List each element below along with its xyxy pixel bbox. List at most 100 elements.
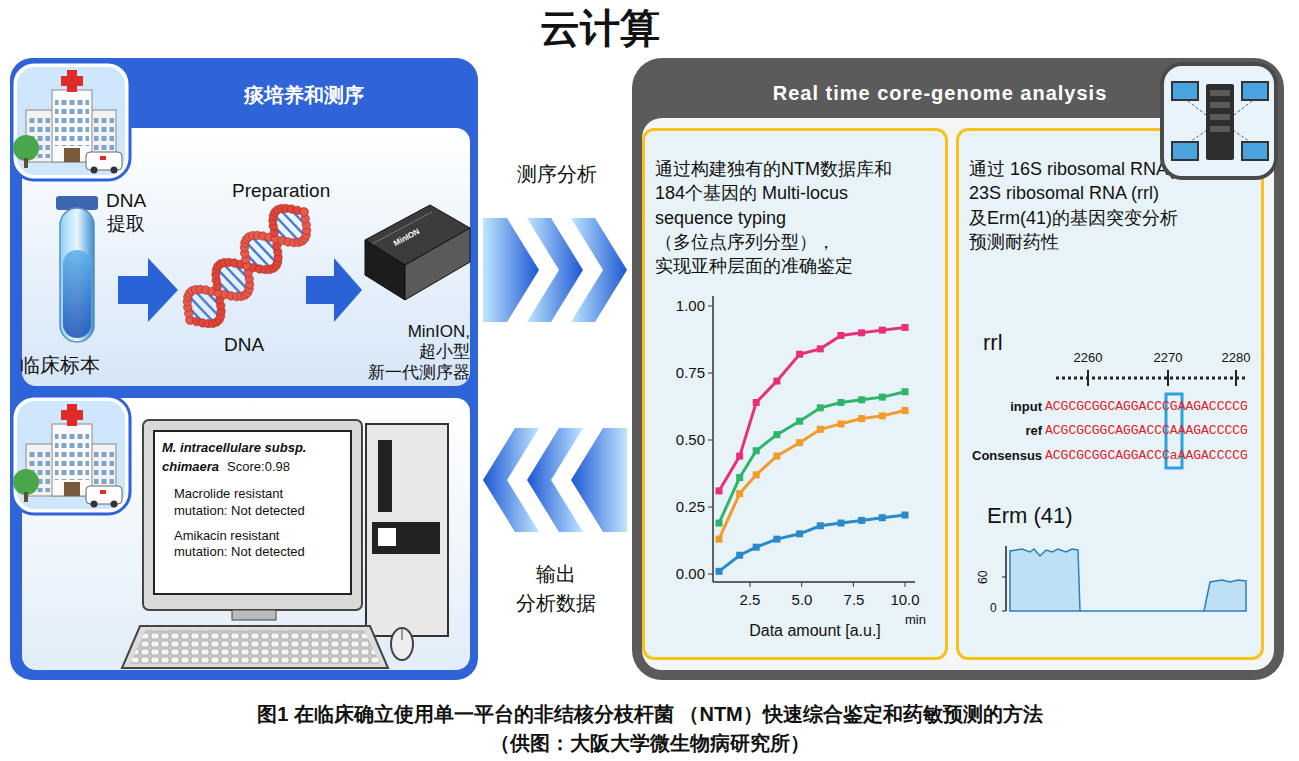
shape-polygon — [306, 258, 362, 322]
flow-arrow — [483, 428, 627, 532]
shape-line — [1080, 610, 1204, 612]
shape-rect — [753, 447, 760, 454]
shape-g — [708, 306, 909, 587]
shape-line — [402, 628, 403, 640]
shape-rect — [378, 440, 392, 512]
shape-rect — [1210, 90, 1230, 96]
shape-line — [1056, 377, 1246, 380]
shape-rect — [858, 396, 865, 403]
server-icon — [632, 58, 1284, 680]
shape-rect — [837, 420, 844, 427]
shape-use — [12, 62, 130, 180]
shape-rect — [773, 536, 780, 543]
shape-rect — [879, 394, 886, 401]
label: Consensus — [972, 448, 1042, 463]
label: 2280 — [1216, 350, 1256, 365]
label: a — [1170, 448, 1178, 463]
node-text: Macrolide resistant mutation: Not detect… — [174, 486, 334, 520]
flow-arrow — [483, 218, 627, 322]
shape-rect — [716, 568, 723, 575]
figure-caption: 图1 在临床确立使用单一平台的非结核分枝杆菌 （NTM）快速综合鉴定和药敏预测的… — [220, 700, 1080, 758]
arrow-chevron — [527, 428, 583, 532]
shape-polygon — [122, 626, 388, 668]
label: ACGCGCGGCAGGACCC — [1045, 399, 1170, 414]
shape-line — [1235, 370, 1237, 386]
label: 60 — [976, 554, 990, 584]
label: 2.5 — [730, 591, 770, 608]
shape-rect — [817, 345, 824, 352]
shape-rect — [716, 487, 723, 494]
label: ref — [986, 423, 1042, 438]
shape-rect — [60, 208, 94, 342]
shape-rect — [817, 404, 824, 411]
shape-path — [719, 515, 905, 571]
shape-rect — [817, 426, 824, 433]
shape-rect — [1210, 102, 1230, 108]
shape-rect — [736, 552, 743, 559]
label: DNA 提取 — [96, 190, 156, 236]
label: input — [986, 399, 1042, 414]
shape-path — [719, 392, 905, 523]
shape-rect — [837, 332, 844, 339]
shape-rect — [796, 418, 803, 425]
shape-line — [1002, 611, 1006, 612]
shape-rect — [902, 324, 909, 331]
label: 2270 — [1148, 350, 1188, 365]
label: 2260 — [1068, 350, 1108, 365]
node-heading: 通过构建独有的NTM数据库和 184个基因的 Multi-locus seque… — [655, 157, 927, 278]
shape-line — [1087, 370, 1089, 386]
edge-label: 测序分析 — [492, 160, 622, 189]
label: min — [905, 612, 939, 627]
shape-line — [712, 296, 714, 582]
shape-rect — [858, 415, 865, 422]
label: Erm (41) — [987, 503, 1097, 529]
shape-rect — [63, 250, 91, 338]
shape-rect — [773, 431, 780, 438]
label: 0.00 — [663, 565, 705, 582]
shape-rect — [143, 420, 362, 610]
shape-rect — [1242, 142, 1268, 160]
label: 0.25 — [663, 498, 705, 515]
arrow-chevron — [483, 428, 539, 532]
label: 1.00 — [663, 297, 705, 314]
shape-path — [1010, 549, 1080, 611]
shape-rect — [753, 471, 760, 478]
cloud-panel: Real time core-genome analysis通过构建独有的NTM… — [632, 58, 1284, 680]
shape-rect — [736, 474, 743, 481]
shape-g — [1162, 64, 1276, 178]
shape-polygon — [365, 240, 405, 300]
shape-g — [183, 204, 311, 328]
label: 0.50 — [663, 431, 705, 448]
shape-rect — [232, 610, 276, 620]
shape-polygon — [405, 228, 470, 300]
shape-rect — [372, 522, 440, 554]
label: 临床标本 — [20, 352, 130, 379]
shape-rect — [1172, 142, 1198, 160]
shape-rect — [378, 528, 396, 546]
shape-rect — [817, 522, 824, 529]
shape-rect — [773, 453, 780, 460]
shape-rect — [716, 520, 723, 527]
shape-rect — [773, 378, 780, 385]
label: Data amount [a.u.] — [730, 622, 900, 640]
result-screen: M. intracellulare subsp. chimaeraScore:0… — [153, 430, 352, 595]
shape-rect — [736, 490, 743, 497]
shape-polygon — [118, 258, 178, 322]
label: ACGCGCGGCAGGACCC — [1045, 448, 1170, 463]
label: Preparation — [232, 180, 352, 202]
arrow-chevron — [571, 428, 627, 532]
node-text: Amikacin resistant mutation: Not detecte… — [174, 528, 334, 562]
resistance-box: 通过 16S ribosomal RNA(rrs)、 23S ribosomal… — [956, 128, 1264, 660]
shape-rect — [753, 544, 760, 551]
label: 0 — [990, 601, 1002, 615]
shape-circle — [300, 208, 308, 216]
label: 5.0 — [782, 591, 822, 608]
label: 7.5 — [834, 591, 874, 608]
label: DNA — [224, 334, 274, 356]
shape-path — [1204, 580, 1246, 611]
label: 0.75 — [663, 364, 705, 381]
edge-label: 输出 分析数据 — [506, 560, 606, 618]
shape-rect — [879, 412, 886, 419]
shape-rect — [1172, 82, 1198, 100]
